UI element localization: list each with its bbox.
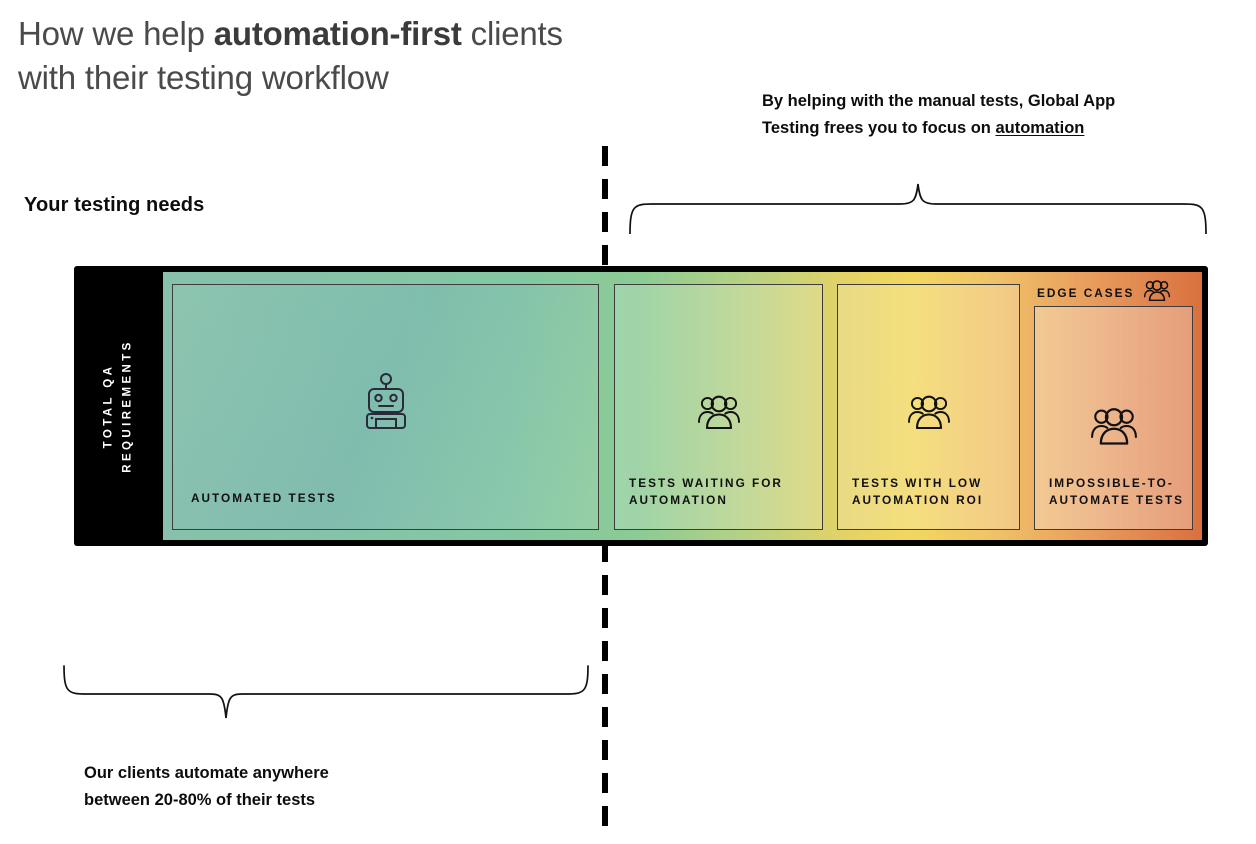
people-group-icon bbox=[1090, 407, 1137, 450]
panel-label: TESTS WITH LOW AUTOMATION ROI bbox=[852, 476, 984, 507]
robot-icon bbox=[363, 373, 409, 434]
page-title: How we help automation-first clients wit… bbox=[18, 12, 738, 100]
people-group-icon bbox=[697, 395, 740, 434]
panel-label: TESTS WAITING FOR AUTOMATION bbox=[629, 476, 783, 507]
edge-cases-label: EDGE CASES bbox=[1037, 286, 1135, 300]
bottom-note-line2: between 20-80% of their tests bbox=[84, 791, 316, 809]
your-testing-needs-label: Your testing needs bbox=[24, 194, 205, 216]
edge-cases-header: EDGE CASES bbox=[1037, 280, 1193, 306]
panel-label: AUTOMATED TESTS bbox=[191, 491, 337, 505]
headline-emphasis: automation-first bbox=[213, 15, 462, 52]
panel-impossible-to-automate-tests[interactable]: IMPOSSIBLE-TO- AUTOMATE TESTS bbox=[1034, 306, 1193, 530]
automation-link[interactable]: automation bbox=[995, 119, 1085, 137]
top-note-line1: By helping with the manual tests, Global… bbox=[762, 92, 1116, 110]
panel-tests-waiting-for-automation[interactable]: TESTS WAITING FOR AUTOMATION bbox=[614, 284, 823, 530]
people-group-icon bbox=[1144, 280, 1171, 306]
total-qa-requirements-label: TOTAL QA REQUIREMENTS bbox=[74, 266, 163, 546]
top-right-annotation: By helping with the manual tests, Global… bbox=[762, 88, 1232, 142]
panel-automated-tests[interactable]: AUTOMATED TESTS bbox=[172, 284, 599, 530]
people-group-icon bbox=[907, 395, 950, 434]
panel-label: IMPOSSIBLE-TO- AUTOMATE TESTS bbox=[1049, 476, 1185, 507]
headline-line1-pre: How we help bbox=[18, 15, 214, 52]
axis-label-line2: REQUIREMENTS bbox=[121, 339, 134, 473]
headline-line2: with their testing workflow bbox=[18, 59, 389, 96]
top-curly-brace bbox=[628, 182, 1208, 239]
bottom-curly-brace bbox=[62, 664, 592, 727]
top-note-line2-pre: Testing frees you to focus on bbox=[762, 119, 996, 137]
gradient-strip: AUTOMATED TESTS TESTS WAITING FOR AUTOMA… bbox=[163, 272, 1202, 540]
bottom-note-line1: Our clients automate anywhere bbox=[84, 764, 329, 782]
headline-line1-post: clients bbox=[461, 15, 563, 52]
panel-tests-low-automation-roi[interactable]: TESTS WITH LOW AUTOMATION ROI bbox=[837, 284, 1020, 530]
bottom-left-annotation: Our clients automate anywhere between 20… bbox=[84, 760, 514, 814]
axis-label-line1: TOTAL QA bbox=[102, 363, 115, 449]
qa-requirements-band: TOTAL QA REQUIREMENTS AUTOMATED bbox=[74, 266, 1208, 546]
